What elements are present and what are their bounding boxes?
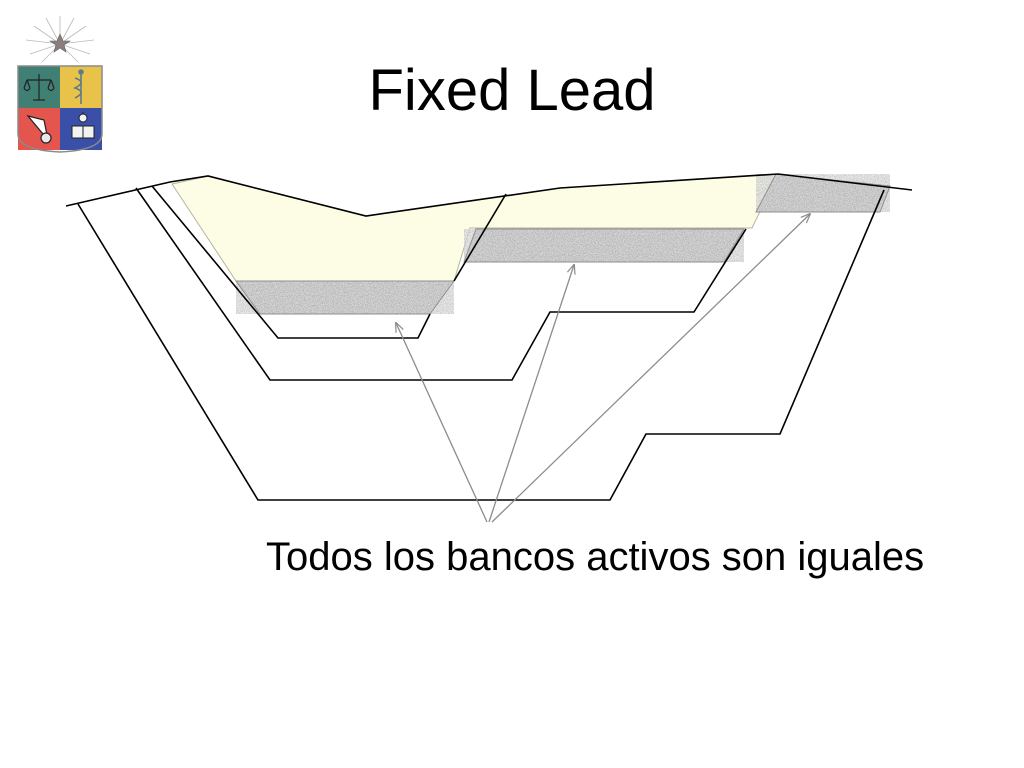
- pit-wall-outer: [77, 189, 885, 501]
- pit-wall-inner: [151, 185, 431, 339]
- diagram-caption: Todos los bancos activos son iguales: [266, 535, 925, 579]
- arrow-to-left-bench: [396, 323, 488, 523]
- pit-phase-boundary: [453, 193, 507, 282]
- university-crest-logo: [17, 16, 103, 153]
- active-bench-left: [235, 280, 455, 315]
- scales-icon: [23, 74, 55, 101]
- pit-outline-outer: [65, 173, 913, 217]
- compass-icon: [26, 114, 52, 144]
- arrow-to-middle-bench: [488, 265, 574, 523]
- pit-wall-middle: [135, 187, 747, 381]
- slide-title: Fixed Lead: [368, 58, 656, 123]
- caption-pointer-arrows: [396, 214, 810, 523]
- caduceus-icon: [72, 69, 84, 104]
- star-icon: [25, 16, 95, 63]
- active-bench-middle: [463, 228, 745, 263]
- book-icon: [71, 112, 95, 139]
- arrow-to-right-bench: [491, 214, 810, 523]
